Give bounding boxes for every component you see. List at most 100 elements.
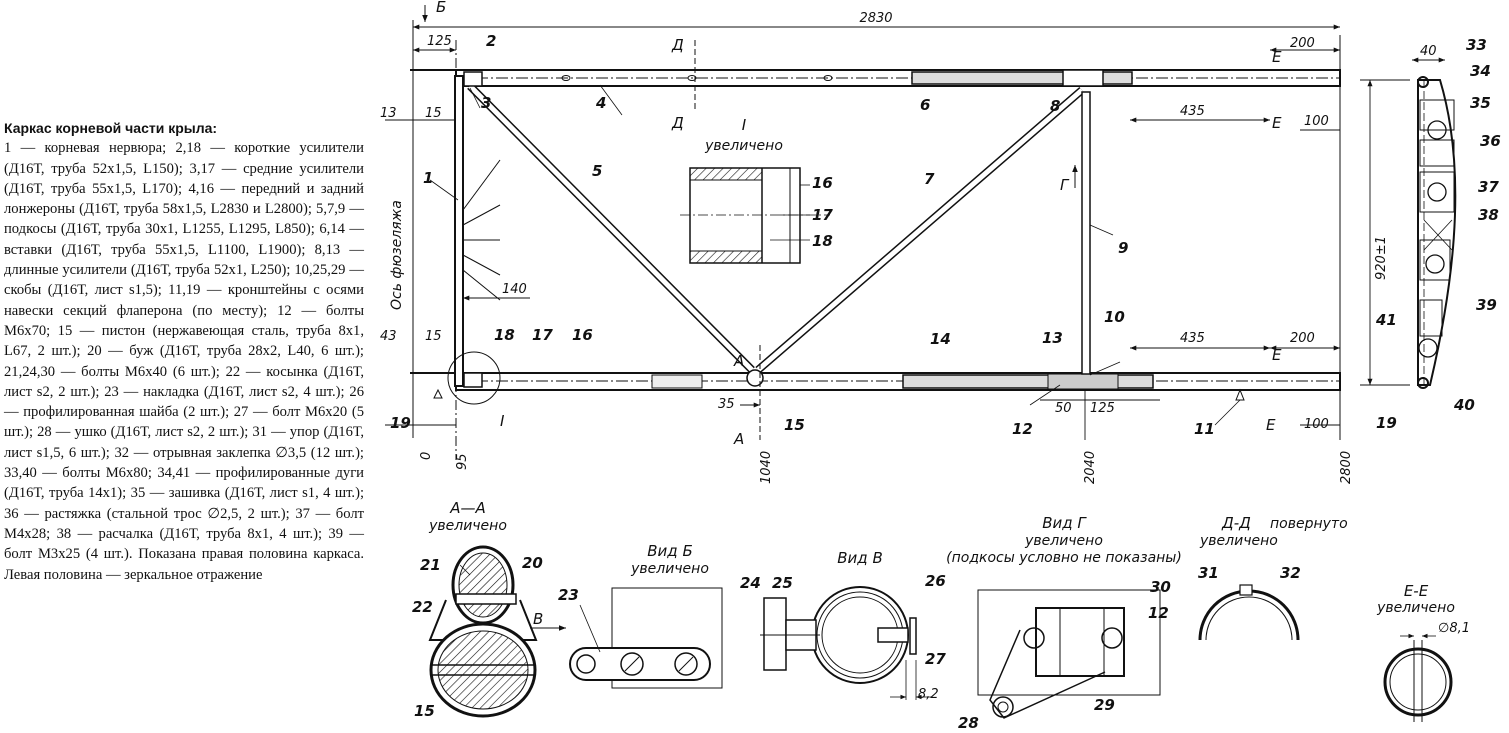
vg-part-29: 29 xyxy=(1094,696,1115,714)
detail-part-18: 18 xyxy=(812,232,833,250)
dim-50: 50 xyxy=(1055,401,1072,416)
fuselage-axis-label: Ось фюзеляжа xyxy=(389,200,405,310)
vg-part-30: 30 xyxy=(1150,578,1171,596)
part-11: 11 xyxy=(1194,420,1215,438)
aa-part-22: 22 xyxy=(412,598,433,616)
vg-subtitle: увеличено xyxy=(1024,533,1103,549)
ee-subtitle: увеличено xyxy=(1376,600,1455,616)
dim-140: 140 xyxy=(502,282,527,297)
detail-mark: I xyxy=(500,412,505,430)
dim-43: 43 xyxy=(380,329,397,344)
dim-100-bottom: 100 xyxy=(1304,417,1329,432)
dim-8-1: ∅8,1 xyxy=(1438,621,1470,636)
part-6: 6 xyxy=(920,96,930,114)
part-15: 15 xyxy=(784,416,805,434)
rib-side-view xyxy=(1360,57,1457,389)
view-g-labels: Вид Г увеличено (подкосы условно не пока… xyxy=(946,514,1182,732)
caption-body: 1 — корневая нервюра; 2,18 — короткие ус… xyxy=(4,140,364,583)
vv-part-27: 27 xyxy=(925,650,946,668)
mark-b: Б xyxy=(436,0,446,16)
part-4: 4 xyxy=(595,94,606,112)
aa-part-15: 15 xyxy=(414,702,435,720)
mark-e-4: Е xyxy=(1266,416,1276,434)
part-17: 17 xyxy=(532,326,553,344)
part-8: 8 xyxy=(1050,97,1060,115)
section-a-a-labels: А—А увеличено 21 20 22 15 xyxy=(412,499,543,720)
dim-435-top: 435 xyxy=(1180,104,1205,119)
main-frame-labels: 2830 125 13 15 43 15 140 200 200 435 435… xyxy=(380,0,1354,484)
view-b-labels: Вид Б увеличено 23 В xyxy=(533,542,709,628)
dim-15-top: 15 xyxy=(425,106,442,121)
vg-part-12: 12 xyxy=(1148,604,1169,622)
vv-part-25: 25 xyxy=(772,574,793,592)
rib-part-33: 33 xyxy=(1466,36,1487,54)
dim-35: 35 xyxy=(718,397,735,412)
rib-part-36: 36 xyxy=(1480,132,1501,150)
rib-part-38: 38 xyxy=(1478,206,1499,224)
part-10: 10 xyxy=(1104,308,1125,326)
part-12: 12 xyxy=(1012,420,1033,438)
dim-2830: 2830 xyxy=(859,11,892,26)
vb-part-23: 23 xyxy=(558,586,579,604)
dim-125-bottom: 125 xyxy=(1090,401,1115,416)
view-g xyxy=(977,589,1161,719)
section-e-e-labels: Е-Е увеличено ∅8,1 xyxy=(1376,582,1470,636)
mark-g: Г xyxy=(1060,176,1070,194)
aa-subtitle: увеличено xyxy=(428,518,507,534)
mark-d-bottom: Д xyxy=(671,114,684,132)
vb-title: Вид Б xyxy=(647,542,692,560)
dim-435-bottom: 435 xyxy=(1180,331,1205,346)
coord-95: 95 xyxy=(455,453,470,470)
section-a-a xyxy=(428,545,538,718)
mark-d-top: Д xyxy=(671,36,684,54)
dim-920: 920±1 xyxy=(1374,236,1389,280)
section-d-d xyxy=(1198,584,1300,641)
dim-13: 13 xyxy=(380,106,397,121)
dim-8-2: 8,2 xyxy=(918,687,939,702)
vg-title: Вид Г xyxy=(1042,514,1087,532)
dim-125: 125 xyxy=(427,34,452,49)
figure-caption: Каркас корневой части крыла: 1 — корнева… xyxy=(4,118,364,585)
part-5: 5 xyxy=(592,162,602,180)
view-v xyxy=(760,586,932,700)
coord-2800: 2800 xyxy=(1339,451,1354,484)
detail-i-tube-section xyxy=(680,167,830,264)
section-d-d-labels: Д-Д повернуто увеличено 31 32 xyxy=(1198,514,1348,582)
part-19: 19 xyxy=(390,414,411,432)
detail-part-17: 17 xyxy=(812,206,833,224)
coord-1040: 1040 xyxy=(759,451,774,484)
mark-e-2: Е xyxy=(1272,114,1282,132)
rib-side-labels: 40 920±1 33 34 35 36 37 38 39 40 41 19 xyxy=(1374,36,1501,432)
aa-title: А—А xyxy=(449,499,486,517)
view-v-labels: Вид В 24 25 26 27 8,2 xyxy=(740,549,946,702)
dim-200-top: 200 xyxy=(1290,36,1315,51)
part-1: 1 xyxy=(423,169,433,187)
dim-15-bottom: 15 xyxy=(425,329,442,344)
detail-title: I xyxy=(742,116,747,134)
part-7: 7 xyxy=(924,170,935,188)
dim-200-bottom: 200 xyxy=(1290,331,1315,346)
dd-title: Д-Д xyxy=(1221,514,1251,532)
ee-title: Е-Е xyxy=(1404,582,1429,600)
part-3: 3 xyxy=(481,94,491,112)
vg-part-28: 28 xyxy=(958,714,979,732)
dim-100-top: 100 xyxy=(1304,114,1329,129)
aa-part-20: 20 xyxy=(522,554,543,572)
dd-part-32: 32 xyxy=(1280,564,1301,582)
coord-2040: 2040 xyxy=(1083,451,1098,484)
main-frame-view xyxy=(385,5,1341,460)
rib-part-40: 40 xyxy=(1453,396,1475,414)
caption-title: Каркас корневой части крыла: xyxy=(4,120,218,136)
part-9: 9 xyxy=(1118,239,1128,257)
rib-part-39: 39 xyxy=(1476,296,1497,314)
mark-e-1: Е xyxy=(1272,48,1282,66)
part-16: 16 xyxy=(572,326,593,344)
rib-part-37: 37 xyxy=(1478,178,1499,196)
vg-note: (подкосы условно не показаны) xyxy=(946,550,1182,566)
part-2: 2 xyxy=(486,32,496,50)
rib-part-34: 34 xyxy=(1470,62,1491,80)
rib-part-35: 35 xyxy=(1470,94,1491,112)
dd-part-31: 31 xyxy=(1198,564,1219,582)
mark-e-3: Е xyxy=(1272,346,1282,364)
